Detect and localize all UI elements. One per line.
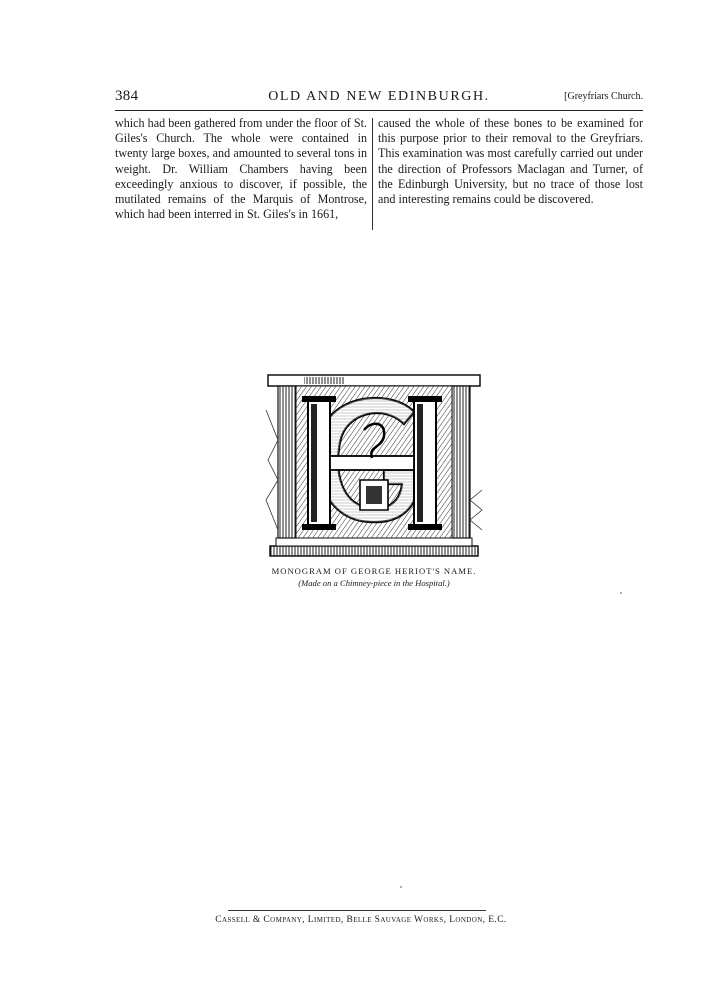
left-column: which had been gathered from under the f…: [115, 116, 367, 222]
monogram-illustration: [264, 370, 484, 562]
footer-rule: [228, 910, 486, 911]
right-column-text: caused the whole of these bones to be ex…: [378, 116, 643, 207]
publisher-imprint: Cassell & Company, Limited, Belle Sauvag…: [215, 915, 507, 925]
running-title: OLD AND NEW EDINBURGH.: [268, 89, 490, 104]
text-columns: which had been gathered from under the f…: [115, 116, 643, 236]
left-column-text: which had been gathered from under the f…: [115, 116, 367, 222]
header-rule: [115, 110, 643, 111]
right-column: caused the whole of these bones to be ex…: [378, 116, 643, 207]
figure-caption: MONOGRAM OF GEORGE HERIOT'S NAME. (Made …: [244, 565, 504, 589]
caption-subtitle: (Made on a Chimney-piece in the Hospital…: [298, 578, 450, 588]
page-number: 384: [115, 88, 139, 104]
stray-mark: [400, 886, 402, 888]
stray-mark: [620, 592, 622, 594]
column-divider: [372, 118, 373, 230]
caption-title: MONOGRAM OF GEORGE HERIOT'S NAME.: [271, 566, 477, 576]
page-header: 384 OLD AND NEW EDINBURGH. [Greyfriars C…: [115, 88, 643, 108]
section-reference: [Greyfriars Church.: [564, 91, 643, 102]
monogram-engraving: [265, 374, 483, 557]
